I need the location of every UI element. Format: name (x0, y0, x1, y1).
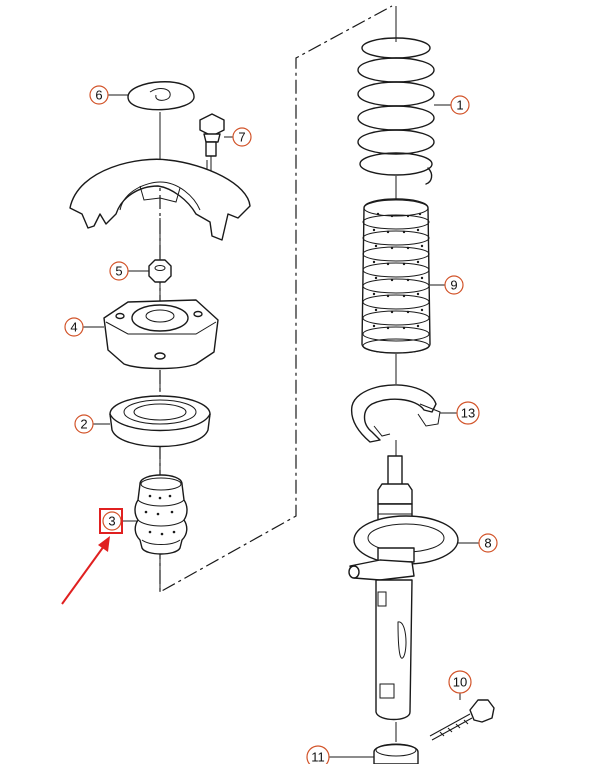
callout-2[interactable]: 2 (74, 414, 94, 434)
assembly-boundary (159, 5, 393, 594)
part-9-boot[interactable] (361, 198, 431, 384)
part-11-bottom-fitting[interactable] (373, 743, 419, 764)
part-5-nut[interactable] (148, 218, 172, 296)
callout-3[interactable]: 3 (99, 508, 123, 534)
callout-13-label: 13 (461, 406, 475, 421)
part-3-bump-stop[interactable] (134, 474, 188, 592)
red-pointer-arrow (61, 536, 110, 605)
part-4-strut-mount[interactable] (103, 299, 219, 392)
callout-1[interactable]: 1 (450, 95, 470, 115)
callout-8-label: 8 (484, 536, 491, 551)
callout-9[interactable]: 9 (444, 275, 464, 295)
part-8-strut[interactable] (348, 455, 459, 742)
callout-9-label: 9 (450, 278, 457, 293)
callout-5-label: 5 (115, 264, 122, 279)
callout-6-label: 6 (95, 88, 102, 103)
callout-3-label: 3 (108, 514, 115, 529)
part-1-coil-spring[interactable] (357, 6, 435, 200)
part-10-bolt[interactable] (429, 699, 495, 741)
callout-7-label: 7 (238, 130, 245, 145)
part-6-cap[interactable] (127, 81, 195, 170)
callout-4-label: 4 (70, 320, 77, 335)
callout-5[interactable]: 5 (109, 261, 129, 281)
callout-13[interactable]: 13 (456, 401, 480, 425)
callout-11[interactable]: 11 (306, 745, 330, 764)
callout-7[interactable]: 7 (232, 127, 252, 147)
callout-4[interactable]: 4 (64, 317, 84, 337)
callout-10-label: 10 (453, 675, 467, 690)
part-13-spring-seat[interactable] (350, 384, 441, 456)
callout-3-highlight-box (99, 508, 123, 534)
callout-1-label: 1 (456, 98, 463, 113)
callout-6[interactable]: 6 (89, 85, 109, 105)
callout-8[interactable]: 8 (478, 533, 498, 553)
callout-11-label: 11 (311, 750, 325, 764)
part-2-bearing[interactable] (109, 395, 211, 470)
upper-dust-shield[interactable] (69, 158, 251, 241)
callout-10[interactable]: 10 (448, 670, 472, 694)
callout-2-label: 2 (80, 417, 87, 432)
